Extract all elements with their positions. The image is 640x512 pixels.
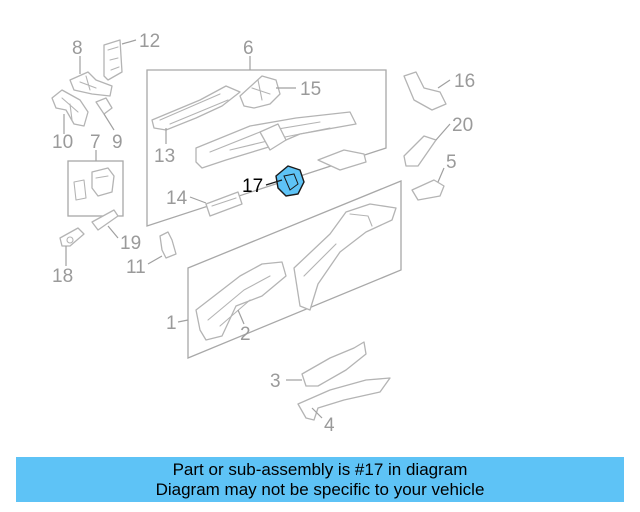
callout-14: 14 [166, 188, 188, 209]
part-15 [239, 75, 281, 109]
callout-18: 18 [52, 266, 73, 287]
part-6-bracket [317, 149, 367, 171]
part-7 [73, 167, 115, 201]
part-18 [59, 227, 85, 247]
group-frame-6 [146, 69, 387, 227]
callout-9: 9 [112, 132, 123, 153]
callout-10: 10 [52, 132, 73, 153]
part-8 [69, 71, 113, 97]
callout-19: 19 [120, 233, 141, 254]
part-19 [91, 209, 119, 231]
part-2 [195, 261, 287, 341]
group-frame-1 [187, 180, 402, 359]
callout-12: 12 [139, 31, 160, 52]
part-3 [301, 341, 367, 387]
callout-3: 3 [270, 371, 281, 392]
callout-16: 16 [454, 71, 475, 92]
info-banner: Part or sub-assembly is #17 in diagram D… [16, 457, 624, 502]
part-17-highlighted [275, 165, 305, 197]
callout-17: 17 [242, 176, 263, 197]
callout-11: 11 [126, 257, 146, 278]
callout-5: 5 [446, 152, 457, 173]
part-4 [297, 377, 391, 421]
callout-8: 8 [72, 38, 83, 59]
callout-2: 2 [240, 324, 251, 345]
part-20 [403, 135, 437, 167]
part-16 [403, 71, 447, 111]
part-11 [159, 231, 177, 259]
callout-13: 13 [154, 146, 175, 167]
part-12 [103, 39, 123, 81]
callout-4: 4 [324, 415, 335, 436]
parts-diagram: 8 12 6 15 16 10 7 9 13 20 5 17 14 19 11 … [51, 31, 475, 436]
callout-1: 1 [166, 313, 177, 334]
callout-15: 15 [300, 79, 321, 100]
part-5 [411, 179, 445, 201]
part-10 [51, 89, 89, 127]
banner-line-part: Part or sub-assembly is #17 in diagram [172, 459, 468, 479]
part-6-member [195, 111, 357, 169]
callout-6: 6 [243, 38, 254, 59]
part-1-member [293, 203, 397, 311]
part-9 [95, 97, 113, 115]
part-14 [205, 191, 243, 217]
part-13 [151, 85, 241, 131]
leader-lines [63, 39, 451, 419]
callout-7: 7 [90, 132, 101, 153]
banner-line-disclaimer: Diagram may not be specific to your vehi… [155, 479, 485, 499]
callout-20: 20 [452, 115, 473, 136]
